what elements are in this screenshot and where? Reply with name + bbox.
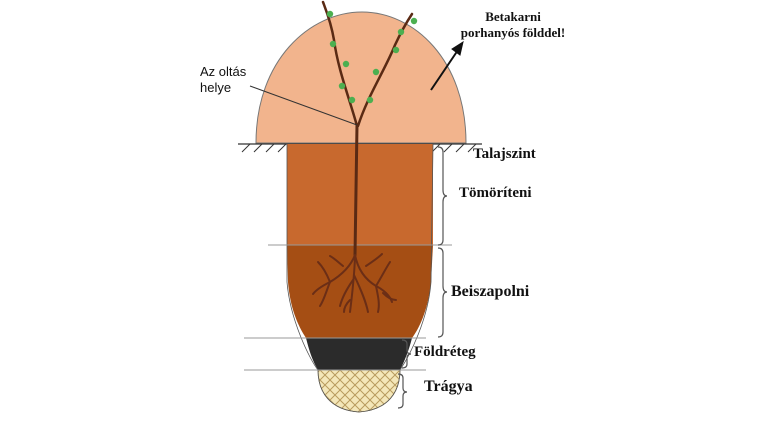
puddle-layer <box>287 245 433 338</box>
braces <box>397 146 448 409</box>
cover-label-line1: Betakarni <box>485 9 541 24</box>
plant-stem <box>321 0 414 257</box>
graft-label-line1: Az oltás <box>200 64 247 79</box>
compact-label: Tömöríteni <box>459 185 532 201</box>
graft-pointer-line <box>249 85 358 126</box>
layer-lines <box>244 244 452 371</box>
manure-label: Trágya <box>424 378 473 395</box>
graft-label-line2: helye <box>200 80 232 95</box>
plant-buds <box>326 10 418 104</box>
pit-outline <box>286 143 434 413</box>
brace-puddle <box>437 247 448 338</box>
cover-label: Betakarni porhanyós földdel! <box>457 9 569 41</box>
puddle-label: Beiszapolni <box>451 283 530 300</box>
brace-compact <box>437 146 448 246</box>
manure-lattice <box>318 370 400 412</box>
compact-layer <box>287 144 433 245</box>
cover-label-line2: porhanyós földdel! <box>460 25 566 40</box>
brace-soil <box>401 339 412 369</box>
brace-manure <box>397 373 408 409</box>
soil-mound <box>255 11 467 144</box>
soil-layer-label: Földréteg <box>414 344 476 360</box>
graft-label: Az oltás helye <box>200 64 246 96</box>
cover-arrow <box>430 40 464 91</box>
soil-layer <box>306 338 412 370</box>
ground-level-label: Talajszint <box>473 146 536 162</box>
plant-roots <box>312 253 397 313</box>
